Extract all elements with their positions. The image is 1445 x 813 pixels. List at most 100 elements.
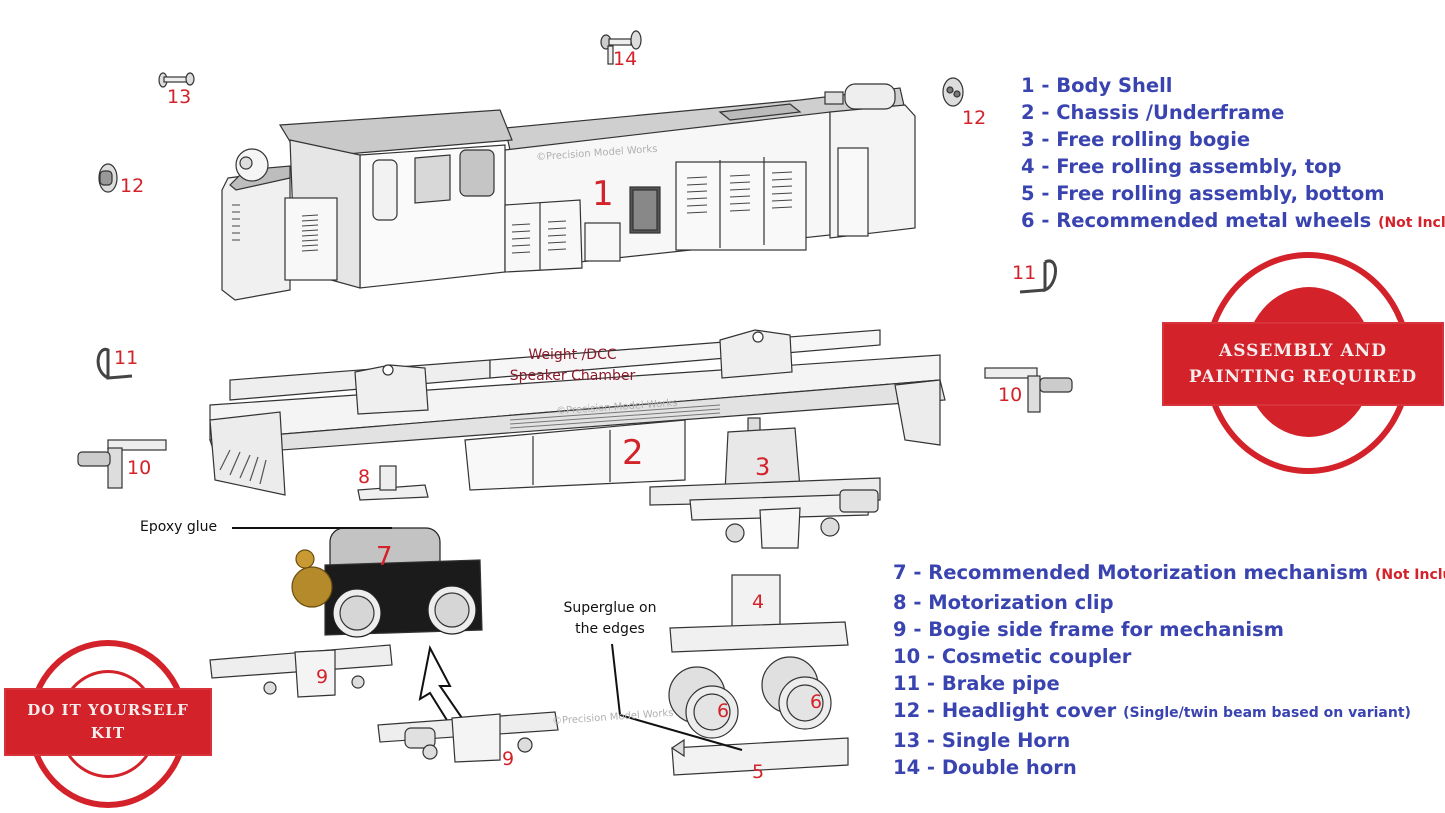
legend-item: 2 - Chassis /Underframe xyxy=(1021,101,1285,124)
brake-pipe-part-right xyxy=(1019,259,1057,294)
legend-item-number: 4 xyxy=(1021,155,1035,178)
legend-item-label: Recommended metal wheels xyxy=(1056,209,1372,232)
legend-item: 7 - Recommended Motorization mechanism (… xyxy=(893,559,1445,589)
callout-chassis: 2 xyxy=(622,433,644,473)
legend-item-label: Brake pipe xyxy=(941,672,1060,695)
superglue-leader-line xyxy=(611,643,743,751)
chamber-label: Weight /DCC Speaker Chamber xyxy=(500,345,645,387)
legend-item-label: Chassis /Underframe xyxy=(1056,101,1285,124)
callout-side-frame-lower: 9 xyxy=(502,748,515,770)
callout-coupler-right: 10 xyxy=(998,384,1023,406)
wheel-part-right xyxy=(761,656,832,730)
assembly-required-stamp: ASSEMBLY AND PAINTING REQUIRED xyxy=(1162,252,1444,477)
legend-item-number: 12 xyxy=(893,699,921,722)
legend-item-label: Cosmetic coupler xyxy=(941,645,1132,668)
legend-item-label: Free rolling bogie xyxy=(1056,128,1251,151)
headlight-part-right xyxy=(942,77,964,107)
callout-motor: 7 xyxy=(376,542,393,572)
epoxy-glue-label: Epoxy glue xyxy=(140,519,218,535)
side-frame-part-upper xyxy=(209,644,393,698)
callout-headlight-right: 12 xyxy=(962,107,987,129)
legend-item: 9 - Bogie side frame for mechanism xyxy=(893,618,1284,641)
assembly-bottom-part xyxy=(670,737,849,776)
motor-part xyxy=(291,527,483,638)
legend-item-label: Free rolling assembly, bottom xyxy=(1056,182,1385,205)
headlight-part-left xyxy=(98,163,118,193)
callout-assembly-top: 4 xyxy=(752,591,765,613)
side-frame-part-lower xyxy=(377,711,559,763)
callout-motor-clip: 8 xyxy=(358,466,371,488)
legend-item: 6 - Recommended metal wheels (Not Includ… xyxy=(1021,207,1445,237)
legend-item-number: 1 xyxy=(1021,74,1035,97)
callout-bogie: 3 xyxy=(755,453,771,481)
legend-item: 10 - Cosmetic coupler xyxy=(893,645,1132,668)
legend-item-note: (Not Included) xyxy=(1374,567,1445,583)
legend-item: 11 - Brake pipe xyxy=(893,672,1060,695)
callout-headlight-left: 12 xyxy=(120,175,145,197)
diy-stamp-line2: KIT xyxy=(90,724,126,742)
legend-item-label: Motorization clip xyxy=(928,591,1114,614)
single-horn-part xyxy=(158,72,195,88)
callout-wheel-left: 6 xyxy=(717,700,730,722)
motor-clip-part xyxy=(357,465,429,501)
legend-item: 5 - Free rolling assembly, bottom xyxy=(1021,182,1385,205)
callout-side-frame-upper: 9 xyxy=(316,666,329,688)
callout-coupler-left: 10 xyxy=(127,457,152,479)
legend-item: 3 - Free rolling bogie xyxy=(1021,128,1251,151)
assembly-arrow-icon xyxy=(418,645,464,727)
callout-assembly-bottom: 5 xyxy=(752,761,765,783)
legend-item: 14 - Double horn xyxy=(893,756,1077,779)
legend-item-note: (Not Included) xyxy=(1378,215,1445,231)
legend-item-label: Body Shell xyxy=(1056,74,1173,97)
chamber-label-line2: Speaker Chamber xyxy=(509,368,636,384)
chassis-part xyxy=(209,329,946,496)
callout-double-horn: 14 xyxy=(613,48,638,70)
chamber-label-line1: Weight /DCC xyxy=(528,347,617,363)
callout-body-shell: 1 xyxy=(592,174,614,214)
legend-item-number: 3 xyxy=(1021,128,1035,151)
callout-wheel-right: 6 xyxy=(810,691,823,713)
callout-brake-pipe-right: 11 xyxy=(1012,262,1037,284)
legend-item-number: 7 xyxy=(893,561,907,584)
legend-item-number: 8 xyxy=(893,591,907,614)
legend-item-number: 9 xyxy=(893,618,907,641)
body-shell-part xyxy=(221,83,916,301)
legend-top: 1 - Body Shell 2 - Chassis /Underframe 3 -… xyxy=(1021,72,1445,237)
legend-item-number: 5 xyxy=(1021,182,1035,205)
assembly-stamp-line2: PAINTING REQUIRED xyxy=(1188,367,1418,387)
legend-item-note: (Single/twin beam based on variant) xyxy=(1123,705,1411,721)
legend-item-number: 2 xyxy=(1021,101,1035,124)
callout-single-horn: 13 xyxy=(167,86,192,108)
legend-item-number: 10 xyxy=(893,645,921,668)
legend-item: 12 - Headlight cover (Single/twin beam b… xyxy=(893,699,1411,722)
assembly-stamp-line1: ASSEMBLY AND xyxy=(1219,341,1387,361)
legend-item-number: 14 xyxy=(893,756,921,779)
double-horn-part xyxy=(600,30,642,65)
superglue-label: Superglue on the edges xyxy=(555,598,665,640)
legend-item-label: Headlight cover xyxy=(941,699,1117,722)
legend-item: 1 - Body Shell xyxy=(1021,74,1173,97)
legend-item-label: Bogie side frame for mechanism xyxy=(928,618,1284,641)
legend-item-label: Free rolling assembly, top xyxy=(1056,155,1342,178)
legend-item: 4 - Free rolling assembly, top xyxy=(1021,155,1342,178)
legend-item-label: Single Horn xyxy=(941,729,1071,752)
superglue-label-line1: Superglue on xyxy=(563,600,657,616)
callout-brake-pipe-left: 11 xyxy=(114,347,139,369)
legend-item-number: 13 xyxy=(893,729,921,752)
assembly-top-part xyxy=(669,574,849,653)
legend-item: 13 - Single Horn xyxy=(893,729,1071,752)
legend-item-number: 11 xyxy=(893,672,921,695)
legend-item-number: 6 xyxy=(1021,209,1035,232)
legend-item-label: Double horn xyxy=(941,756,1077,779)
legend-item: 8 - Motorization clip xyxy=(893,591,1114,614)
wheel-part-left xyxy=(668,666,739,739)
diy-stamp-line1: DO IT YOURSELF xyxy=(27,701,189,719)
superglue-label-line2: the edges xyxy=(575,621,645,637)
diy-kit-stamp: DO IT YOURSELF KIT xyxy=(4,640,212,808)
coupler-part-left xyxy=(77,439,167,489)
brake-pipe-part-left xyxy=(96,347,133,380)
legend-item-label: Recommended Motorization mechanism xyxy=(928,561,1369,584)
legend-bottom: 7 - Recommended Motorization mechanism (… xyxy=(893,559,1445,781)
bogie-part xyxy=(649,417,881,549)
